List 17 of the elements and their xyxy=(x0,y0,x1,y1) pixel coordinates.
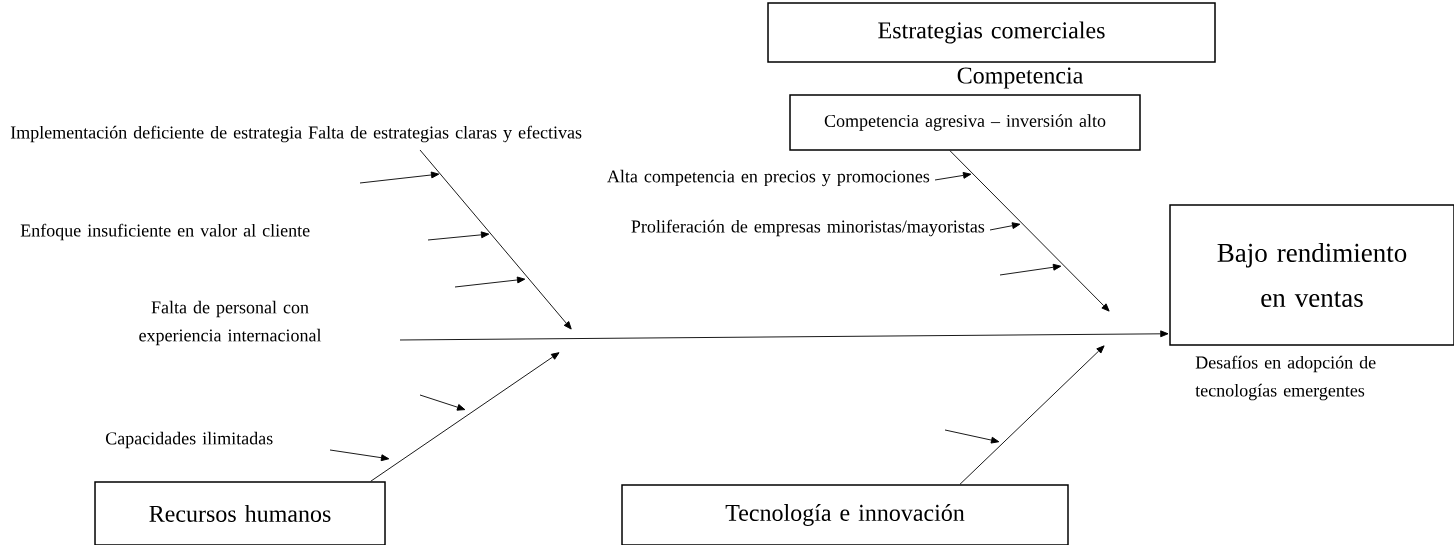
cause-label: Proliferación de empresas minoristas/mayoristas xyxy=(631,219,985,237)
category-box: Estrategias comerciales xyxy=(767,2,1216,63)
cause-label: Alta competencia en precios y promociones xyxy=(607,169,930,187)
cause-label: Falta de personal con experiencia internacional xyxy=(139,300,322,346)
cause-label: Desafíos en adopción de tecnologías emergentes xyxy=(1195,355,1376,401)
bone-arrow xyxy=(959,345,1105,485)
cause-label: Capacidades ilimitadas xyxy=(105,431,273,449)
cause-label: Enfoque insuficiente en valor al cliente xyxy=(20,223,310,241)
category-box: Recursos humanos xyxy=(94,481,386,545)
effect-box: Bajo rendimiento en ventas xyxy=(1169,204,1454,346)
bone-arrow xyxy=(949,150,1110,312)
bone-arrow xyxy=(370,352,560,482)
cause-box: Competencia agresiva – inversión alto xyxy=(789,94,1141,151)
cause-label: Implementación deficiente de estrategia Falta de estrategias claras y efectivas xyxy=(10,125,582,143)
spine-arrow xyxy=(399,330,1169,341)
category-heading: Competencia xyxy=(957,67,1083,89)
category-box: Tecnología e innovación xyxy=(621,484,1069,545)
